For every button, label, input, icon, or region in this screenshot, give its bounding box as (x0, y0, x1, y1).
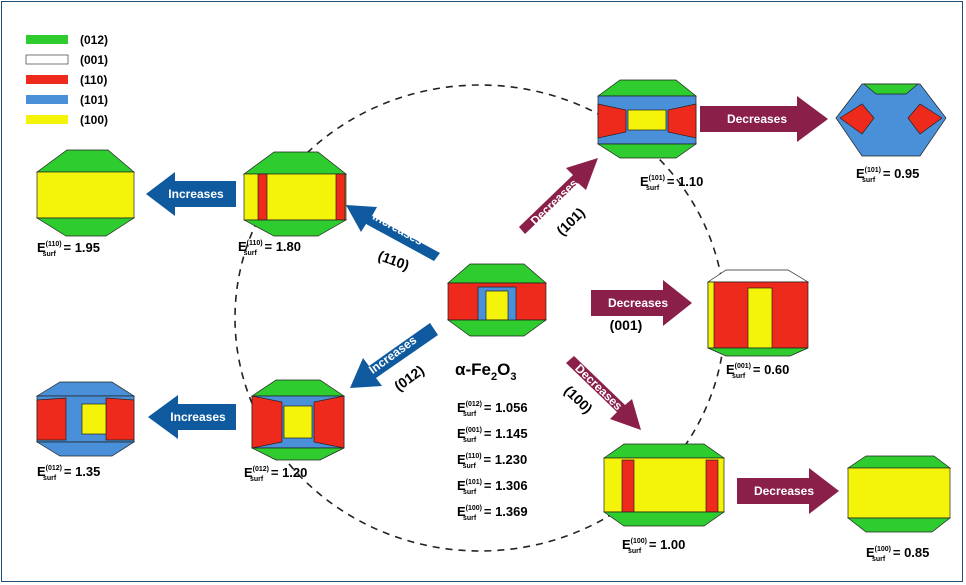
legend-swatch-012 (26, 35, 68, 44)
arrow-label-decreases-001: Decreases (608, 296, 668, 310)
legend-swatch-100 (26, 115, 68, 124)
arrow-increases-012-center: Increases (012) (350, 323, 438, 394)
legend-label-001: (001) (80, 53, 108, 67)
legend-label-012: (012) (80, 33, 108, 47)
legend-swatch-101 (26, 95, 68, 104)
arrow-label-decreases-100-right: Decreases (754, 484, 814, 498)
crystal-dec001 (706, 269, 810, 357)
crystal-inc110-1 (242, 151, 348, 237)
arrow-decreases-100-center: Decreases (100) (561, 356, 641, 430)
energy-label-dec101-1: E(101)surf = 1.10 (640, 174, 703, 192)
center-energy-3: E(101)surf = 1.306 (457, 478, 528, 496)
crystal-inc012-1 (250, 379, 346, 461)
facet-label-101: (101) (553, 204, 588, 238)
center-title-text: α-Fe2O3 (455, 360, 516, 383)
crystal-center (446, 263, 548, 337)
arrow-decreases-001: Decreases (001) (591, 280, 692, 333)
center-energy-1: E(001)surf = 1.145 (457, 426, 528, 444)
arrow-increases-012: Increases (148, 395, 236, 439)
arrow-increases-110: Increases (146, 172, 236, 216)
crystal-dec100-1 (602, 443, 726, 527)
legend-swatch-001 (25, 54, 69, 65)
crystal-energy-labels: E(110)surf = 1.80 E(110)surf = 1.95E(012)… (37, 166, 929, 563)
arrow-decreases-101: Decreases (700, 96, 828, 142)
arrow-label-increases-012: Increases (170, 410, 226, 424)
energy-label-dec100-2: E(100)surf = 0.85 (866, 545, 929, 563)
arrow-decreases-100: Decreases (737, 468, 839, 514)
legend-label-101: (101) (80, 93, 108, 107)
arrow-label-decreases-101-right: Decreases (727, 112, 787, 126)
energy-label-dec001: E(001)surf = 0.60 (726, 362, 789, 380)
legend-label-110: (110) (80, 73, 107, 87)
legend-swatch-110 (26, 75, 68, 84)
energy-label-inc012-1: E(012)surf = 1.20 (244, 465, 307, 483)
crystal-inc110-2 (35, 149, 136, 237)
center-energy-0: E(012)surf = 1.056 (457, 400, 528, 418)
legend: (012) (001) (110) (101) (100) (25, 33, 108, 127)
facet-label-001: (001) (610, 317, 643, 333)
crystal-inc012-2 (35, 381, 136, 457)
energy-label-inc110-2: E(110)surf = 1.95 (37, 240, 100, 258)
energy-label-inc110-1: E(110)surf = 1.80 (238, 239, 301, 257)
arrow-increases-110-center: Increases (110) (346, 205, 440, 273)
energy-label-inc012-2: E(012)surf = 1.35 (37, 464, 100, 482)
center-energy-4: E(100)surf = 1.369 (457, 504, 528, 522)
center-title: α-Fe2O3 (455, 360, 516, 383)
legend-label-100: (100) (80, 113, 108, 127)
arrow-decreases-101-center: Decreases (101) (519, 158, 598, 239)
crystal-dec101-2 (835, 83, 947, 157)
crystal-dec100-2 (846, 455, 952, 533)
center-energy-2: E(110)surf = 1.230 (457, 452, 527, 470)
facet-label-110: (110) (376, 247, 411, 273)
arrow-label-increases-110: Increases (168, 187, 224, 201)
energy-label-dec100-1: E(100)surf = 1.00 (622, 537, 685, 555)
energy-label-dec101-2: E(101)surf = 0.95 (856, 166, 919, 184)
facet-label-012: (012) (391, 362, 427, 394)
crystal-dec101-1 (596, 79, 698, 159)
